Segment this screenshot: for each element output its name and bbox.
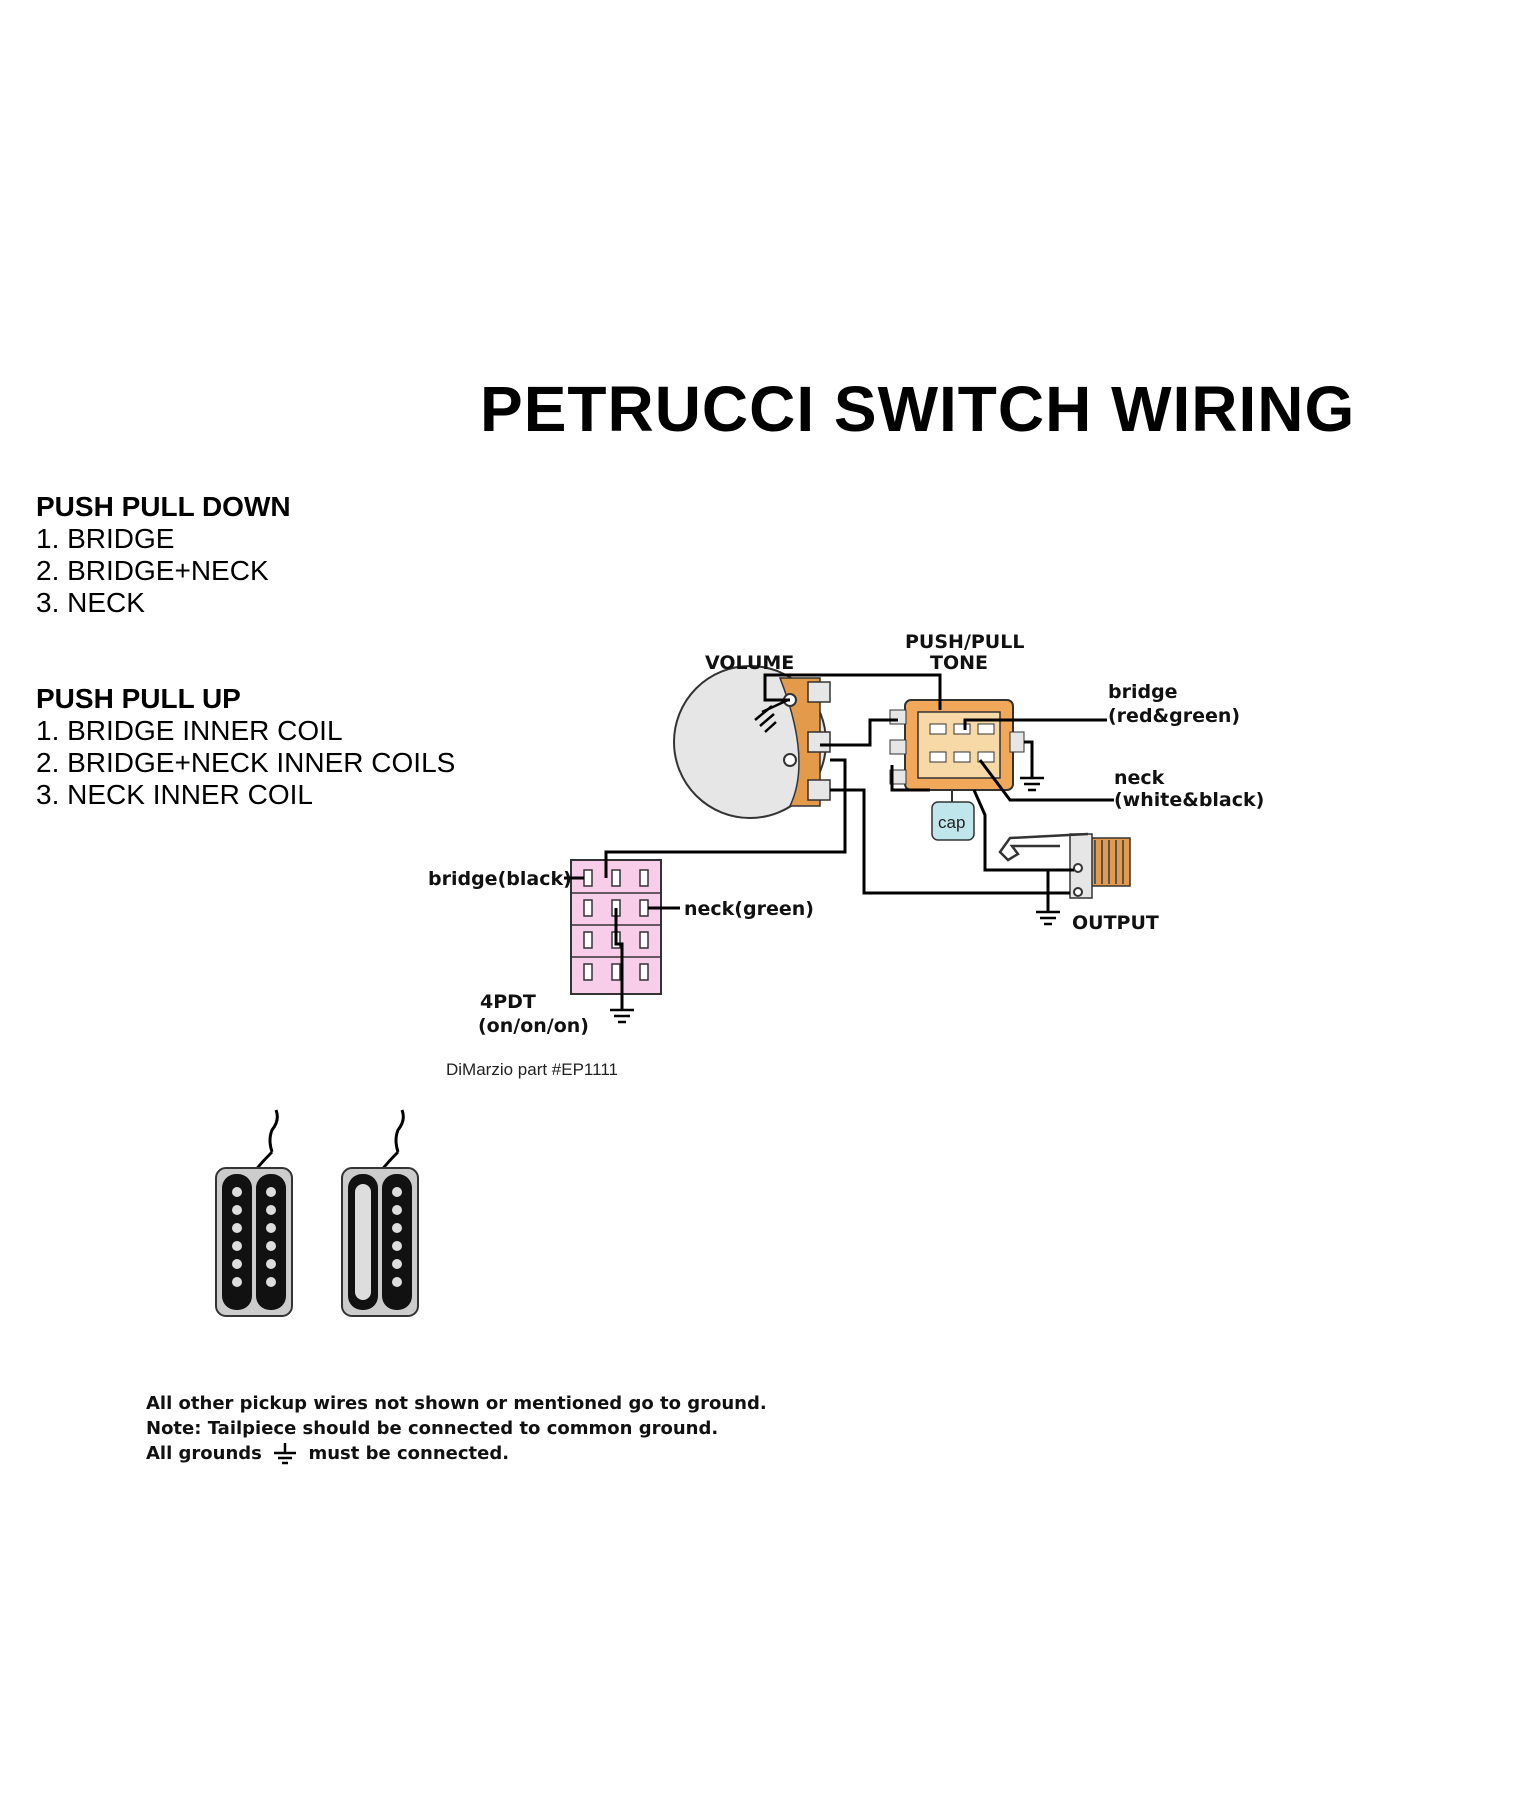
ground-icon xyxy=(1020,776,1044,792)
note-line-2: Note: Tailpiece should be connected to c… xyxy=(146,1418,719,1439)
bridge-wire-label-line2: (red&green) xyxy=(1108,705,1240,727)
page-title: PETRUCCI SWITCH WIRING xyxy=(480,373,1356,445)
switch-type-label-line2: (on/on/on) xyxy=(478,1015,589,1037)
humbucker-pickup-right xyxy=(341,1109,419,1317)
neck-wire-label-line2: (white&black) xyxy=(1114,789,1264,811)
push-pull-down-heading: PUSH PULL DOWN xyxy=(36,491,291,522)
bridge-wire-label-line1: bridge xyxy=(1108,681,1178,703)
switch-neck-label: neck(green) xyxy=(684,898,814,920)
neck-wire-label-line1: neck xyxy=(1114,767,1165,789)
push-pull-up-list: PUSH PULL UP 1. BRIDGE INNER COIL 2. BRI… xyxy=(36,683,455,811)
output-label: OUTPUT xyxy=(1072,912,1159,934)
wires xyxy=(564,673,1114,1010)
push-pull-down-item: 1. BRIDGE xyxy=(36,523,175,554)
volume-pot xyxy=(673,665,831,819)
push-pull-down-item: 3. NECK xyxy=(36,587,145,618)
volume-lug-2 xyxy=(807,731,831,753)
ground-icon xyxy=(1036,910,1060,926)
humbucker-pickup-left xyxy=(215,1109,293,1317)
ground-icon xyxy=(274,1443,297,1465)
switch-type-label-line1: 4PDT xyxy=(480,991,536,1013)
push-pull-up-item: 2. BRIDGE+NECK INNER COILS xyxy=(36,747,456,778)
note-line-3-start: All grounds xyxy=(146,1443,262,1464)
ground-icon xyxy=(754,698,789,733)
push-pull-down-item: 2. BRIDGE+NECK xyxy=(36,555,269,586)
cap-label: cap xyxy=(938,813,965,832)
volume-lug-1 xyxy=(807,681,831,703)
note-line-1: All other pickup wires not shown or ment… xyxy=(146,1393,767,1414)
wiring-notes: All other pickup wires not shown or ment… xyxy=(146,1391,767,1467)
tone-pot xyxy=(889,699,1025,791)
tone-label-line1: PUSH/PULL xyxy=(905,631,1024,653)
push-pull-up-heading: PUSH PULL UP xyxy=(36,683,241,714)
output-jack xyxy=(998,832,1131,899)
note-line-3: All grounds must be connected. xyxy=(146,1441,767,1467)
switch-bridge-label: bridge(black) xyxy=(428,868,572,890)
ground-icon xyxy=(610,1008,634,1024)
tone-label-line2: TONE xyxy=(930,652,988,674)
push-pull-up-item: 3. NECK INNER COIL xyxy=(36,779,313,810)
note-line-3-end: must be connected. xyxy=(308,1443,510,1464)
push-pull-down-list: PUSH PULL DOWN 1. BRIDGE 2. BRIDGE+NECK … xyxy=(36,491,291,619)
volume-label: VOLUME xyxy=(705,652,794,674)
capacitor xyxy=(931,790,975,841)
volume-lug-3 xyxy=(807,779,831,801)
part-number-label: DiMarzio part #EP1111 xyxy=(446,1060,618,1079)
push-pull-up-item: 1. BRIDGE INNER COIL xyxy=(36,715,343,746)
